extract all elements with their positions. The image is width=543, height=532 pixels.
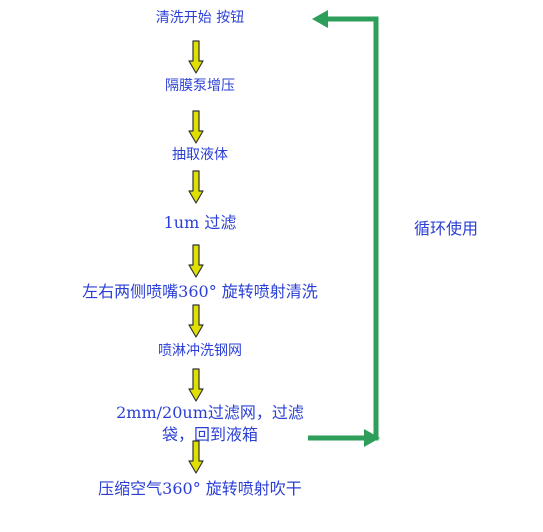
- step-start-button: 清洗开始 按钮: [155, 10, 245, 26]
- loop-label: 循环使用: [414, 219, 479, 238]
- down-arrow-icon: [188, 440, 204, 474]
- down-arrow-icon: [188, 170, 204, 204]
- step-filter-return-line-1: 2mm/20um过滤网，过滤: [116, 403, 304, 422]
- step-extract-liquid: 抽取液体: [172, 147, 228, 163]
- step-filter-return: 2mm/20um过滤网，过滤 袋，回到液箱: [0, 402, 420, 446]
- step-filter-return-line-2: 袋，回到液箱: [161, 425, 258, 444]
- step-diaphragm-pump: 隔膜泵增压: [165, 78, 235, 94]
- down-arrow-icon: [188, 368, 204, 402]
- loop-arrowhead-bottom: [364, 429, 380, 447]
- step-1um-filter: 1um 过滤: [163, 213, 237, 232]
- step-rinse-stencil: 喷淋冲洗钢网: [158, 343, 242, 359]
- down-arrow-icon: [188, 40, 204, 74]
- step-nozzle-spray: 左右两侧喷嘴360° 旋转喷射清洗: [82, 282, 318, 301]
- down-arrow-icon: [188, 244, 204, 278]
- step-air-dry: 压缩空气360° 旋转喷射吹干: [98, 479, 302, 498]
- loop-arrowhead-top: [312, 10, 328, 28]
- down-arrow-icon: [188, 304, 204, 338]
- down-arrow-icon: [188, 110, 204, 144]
